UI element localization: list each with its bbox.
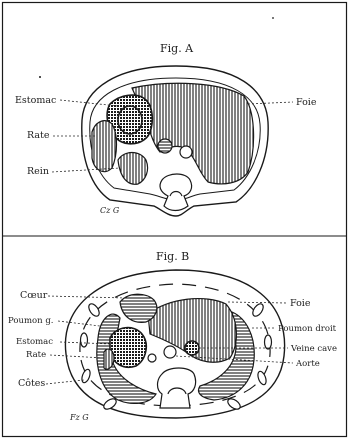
label-b-foie: Foie bbox=[290, 298, 311, 309]
figure-b-rib-3 bbox=[80, 368, 91, 384]
leader-b-poumon-g bbox=[58, 321, 100, 326]
label-a-rein: Rein bbox=[27, 166, 49, 177]
figure-b-rib-2 bbox=[81, 333, 88, 347]
figure-a-vena-cava bbox=[180, 146, 192, 158]
figure-a-speck-2 bbox=[272, 17, 274, 19]
figure-a-liver bbox=[132, 83, 254, 184]
leader-b-rate bbox=[50, 355, 104, 358]
figure-a-speck bbox=[39, 76, 41, 78]
label-b-veine-cave: Veine cave bbox=[290, 344, 337, 354]
label-b-aorte: Aorte bbox=[295, 359, 320, 369]
label-b-cotes: Côtes bbox=[18, 378, 45, 389]
figure-b-rib-5 bbox=[251, 302, 266, 318]
figure-b: Fig. B Cœur bbox=[8, 250, 337, 422]
label-a-foie: Foie bbox=[296, 97, 317, 108]
label-b-poumon-droit: Poumon droit bbox=[278, 324, 337, 334]
figure-b-heart bbox=[120, 294, 157, 322]
figure-a-title: Fig. A bbox=[160, 42, 194, 55]
figure-b-title: Fig. B bbox=[156, 250, 189, 263]
figure-a-spleen bbox=[92, 121, 117, 172]
label-b-rate: Rate bbox=[26, 350, 46, 360]
figure-b-aorta bbox=[164, 346, 176, 358]
figure-a: Fig. A Estomac Rate Rein Foie Cz G bbox=[15, 17, 317, 216]
label-b-estomac: Estomac bbox=[16, 337, 53, 347]
figure-b-rib-7 bbox=[256, 370, 267, 386]
label-b-coeur: Cœur bbox=[20, 290, 48, 301]
figure-a-stomach-cavity bbox=[118, 106, 142, 134]
figure-a-signature: Cz G bbox=[100, 206, 120, 215]
leader-b-cotes bbox=[46, 380, 84, 384]
leader-b-foie bbox=[228, 302, 287, 303]
leader-a-foie bbox=[248, 102, 293, 104]
label-a-rate: Rate bbox=[27, 130, 50, 141]
label-b-poumon-g: Poumon g. bbox=[8, 316, 53, 326]
label-a-estomac: Estomac bbox=[15, 95, 56, 106]
figure-b-stomach bbox=[110, 328, 146, 368]
figure-a-kidney bbox=[118, 153, 148, 185]
figure-b-vessel-small bbox=[148, 354, 156, 362]
leader-a-estomac bbox=[60, 100, 118, 106]
figure-b-signature: Fz G bbox=[69, 413, 89, 422]
figure-a-aorta bbox=[158, 139, 172, 153]
figure-b-rib-6 bbox=[265, 335, 272, 349]
figure-b-rib-1 bbox=[87, 302, 102, 318]
figure-b-vena-cava bbox=[185, 341, 199, 355]
figure-a-vertebra bbox=[160, 174, 192, 211]
